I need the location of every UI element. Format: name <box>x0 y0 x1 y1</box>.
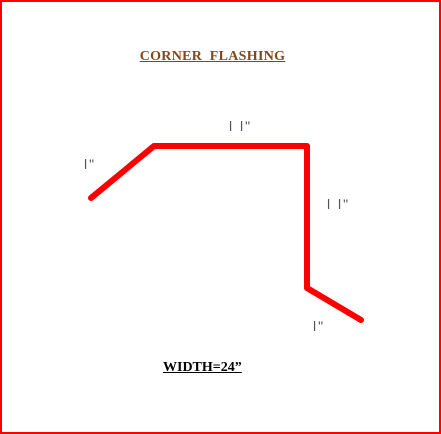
width-label: WIDTH=24” <box>163 360 242 375</box>
right-side-dimension: l l" <box>327 196 351 212</box>
flashing-profile-line <box>88 143 364 323</box>
diagram-title: CORNER FLASHING <box>139 49 286 64</box>
left-flange-dimension: l" <box>84 156 97 172</box>
bottom-flange-dimension: l" <box>313 318 326 334</box>
top-segment-dimension: l l" <box>229 118 253 134</box>
